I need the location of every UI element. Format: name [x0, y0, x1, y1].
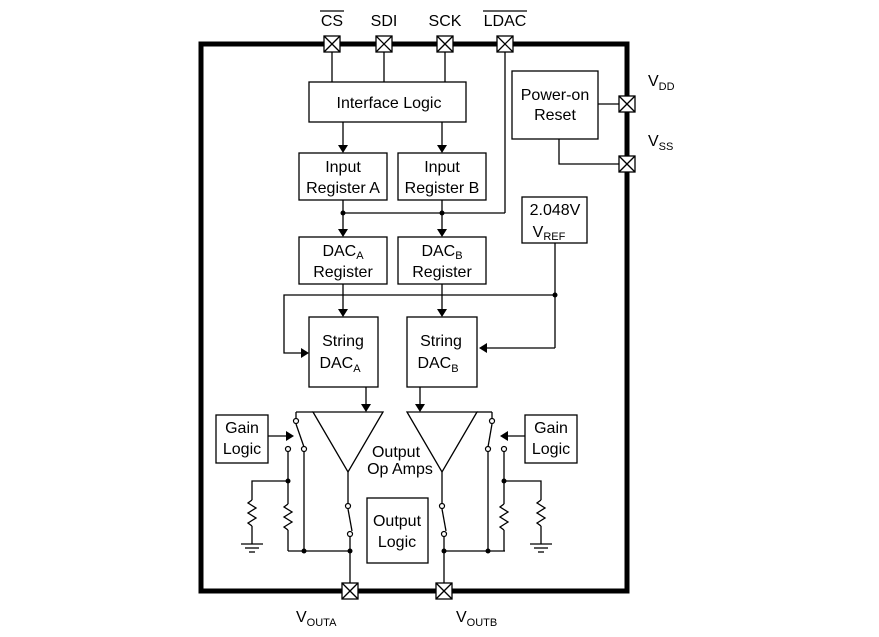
- input-register-b-block: [397, 152, 487, 201]
- pin-sck: SCK: [429, 13, 462, 53]
- opamp-b: [405, 411, 479, 474]
- string-dac-a-line2: DACA: [319, 355, 361, 375]
- dac-register-b-line2: Register: [412, 264, 472, 281]
- vref-line1: 2.048V: [530, 202, 581, 219]
- string-dac-b-line1: String: [420, 333, 462, 350]
- vref-block: [521, 196, 588, 244]
- power-on-reset-block: [511, 70, 599, 140]
- pin-cs: CS: [320, 10, 344, 53]
- pin-ldac-label: LDAC: [484, 13, 527, 30]
- gain-logic-right-line2: Logic: [532, 441, 570, 458]
- gain-logic-right-line1: Gain: [534, 420, 568, 437]
- pin-voutb-label: VOUTB: [456, 609, 497, 629]
- pin-vouta: VOUTA: [296, 582, 359, 629]
- string-dac-a-block: [308, 316, 379, 388]
- pin-vdd: VDD: [618, 73, 675, 113]
- output-logic-line2: Logic: [378, 534, 416, 551]
- dac-register-b-line1: DACB: [421, 243, 462, 262]
- gain-logic-left-line2: Logic: [223, 441, 261, 458]
- opamp-a: [311, 411, 385, 474]
- input-register-a-line2: Register A: [306, 180, 380, 197]
- input-register-a-line1: Input: [325, 159, 361, 176]
- input-register-b-line1: Input: [424, 159, 460, 176]
- output-opamps-line2: Op Amps: [367, 461, 433, 478]
- pin-vss-label: VSS: [648, 133, 673, 153]
- pin-ldac: LDAC: [483, 10, 527, 53]
- input-register-b-line2: Register B: [405, 180, 480, 197]
- pin-sdi: SDI: [371, 13, 398, 53]
- vref-line2: VREF: [533, 224, 566, 243]
- pin-cs-label: CS: [321, 13, 343, 30]
- interface-logic-block: [308, 81, 467, 123]
- dac-register-b-block: [397, 236, 487, 285]
- pin-vss: VSS: [618, 133, 673, 173]
- power-on-reset-line2: Reset: [534, 107, 576, 124]
- output-logic-block: [366, 497, 429, 564]
- output-opamps-line1: Output: [372, 444, 421, 461]
- string-dac-a-line1: String: [322, 333, 364, 350]
- dac-register-a-line1: DACA: [322, 243, 364, 262]
- dac-register-a-line2: Register: [313, 264, 373, 281]
- pin-voutb: VOUTB: [435, 582, 497, 629]
- output-logic-line1: Output: [373, 513, 422, 530]
- dac-register-a-block: [298, 236, 388, 285]
- string-dac-b-block: [406, 316, 478, 388]
- input-register-a-block: [298, 152, 388, 201]
- string-dac-b-line2: DACB: [417, 355, 458, 375]
- gain-logic-left-line1: Gain: [225, 420, 259, 437]
- power-on-reset-line1: Power-on: [521, 87, 589, 104]
- pin-vouta-label: VOUTA: [296, 609, 337, 629]
- pin-vdd-label: VDD: [648, 73, 675, 93]
- interface-logic-label: Interface Logic: [337, 95, 442, 112]
- pin-sck-label: SCK: [429, 13, 462, 30]
- gain-logic-left-block: [215, 414, 269, 464]
- pin-sdi-label: SDI: [371, 13, 398, 30]
- gain-logic-right-block: [524, 414, 578, 464]
- chip-outline: [198, 41, 630, 594]
